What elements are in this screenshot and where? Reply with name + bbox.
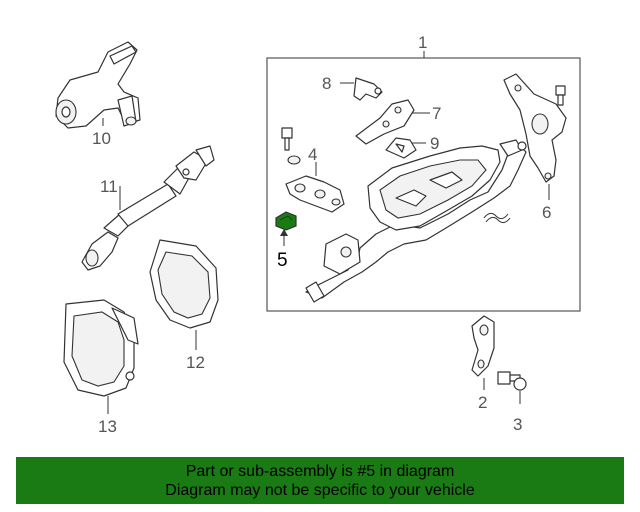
callout-11[interactable]: 11 <box>100 177 118 196</box>
part-8-bracket[interactable] <box>353 77 383 101</box>
callout-12[interactable]: 12 <box>186 353 205 372</box>
callout-7[interactable]: 7 <box>432 104 441 123</box>
part-10-yoke[interactable] <box>55 41 141 129</box>
part-5-highlighted[interactable] <box>275 211 297 231</box>
callout-6[interactable]: 6 <box>542 203 551 222</box>
steering-column-assembly[interactable] <box>305 139 527 303</box>
part-11-intermediate-shaft[interactable] <box>81 145 215 271</box>
banner-line-1: Part or sub-assembly is #5 in diagram <box>185 462 455 480</box>
part-12-dust-seal[interactable] <box>149 239 219 329</box>
part-2-bracket-plate[interactable] <box>471 315 495 377</box>
callout-4[interactable]: 4 <box>308 145 317 164</box>
part-6-mounting-bracket[interactable] <box>503 73 567 183</box>
banner-line-2: Diagram may not be specific to your vehi… <box>165 481 475 499</box>
part-7-support[interactable] <box>355 99 415 145</box>
callout-3[interactable]: 3 <box>513 415 522 434</box>
part-9-clip[interactable] <box>385 137 417 159</box>
callout-13[interactable]: 13 <box>98 417 117 436</box>
callout-2[interactable]: 2 <box>478 393 487 412</box>
callout-5[interactable]: 5 <box>277 250 288 271</box>
callout-1[interactable]: 1 <box>418 33 427 52</box>
part-13-hole-cover[interactable] <box>63 299 139 397</box>
bolt-small <box>281 127 301 165</box>
callout-10[interactable]: 10 <box>92 129 111 148</box>
part-4-lock-bracket[interactable] <box>285 175 345 213</box>
callout-5-arrowhead <box>280 229 288 236</box>
info-banner: Part or sub-assembly is #5 in diagram Di… <box>16 457 624 504</box>
callout-8[interactable]: 8 <box>322 74 331 93</box>
parts-diagram: 1 10 11 12 13 <box>55 33 581 436</box>
part-3-bolt[interactable] <box>497 371 527 391</box>
callout-9[interactable]: 9 <box>430 134 439 153</box>
